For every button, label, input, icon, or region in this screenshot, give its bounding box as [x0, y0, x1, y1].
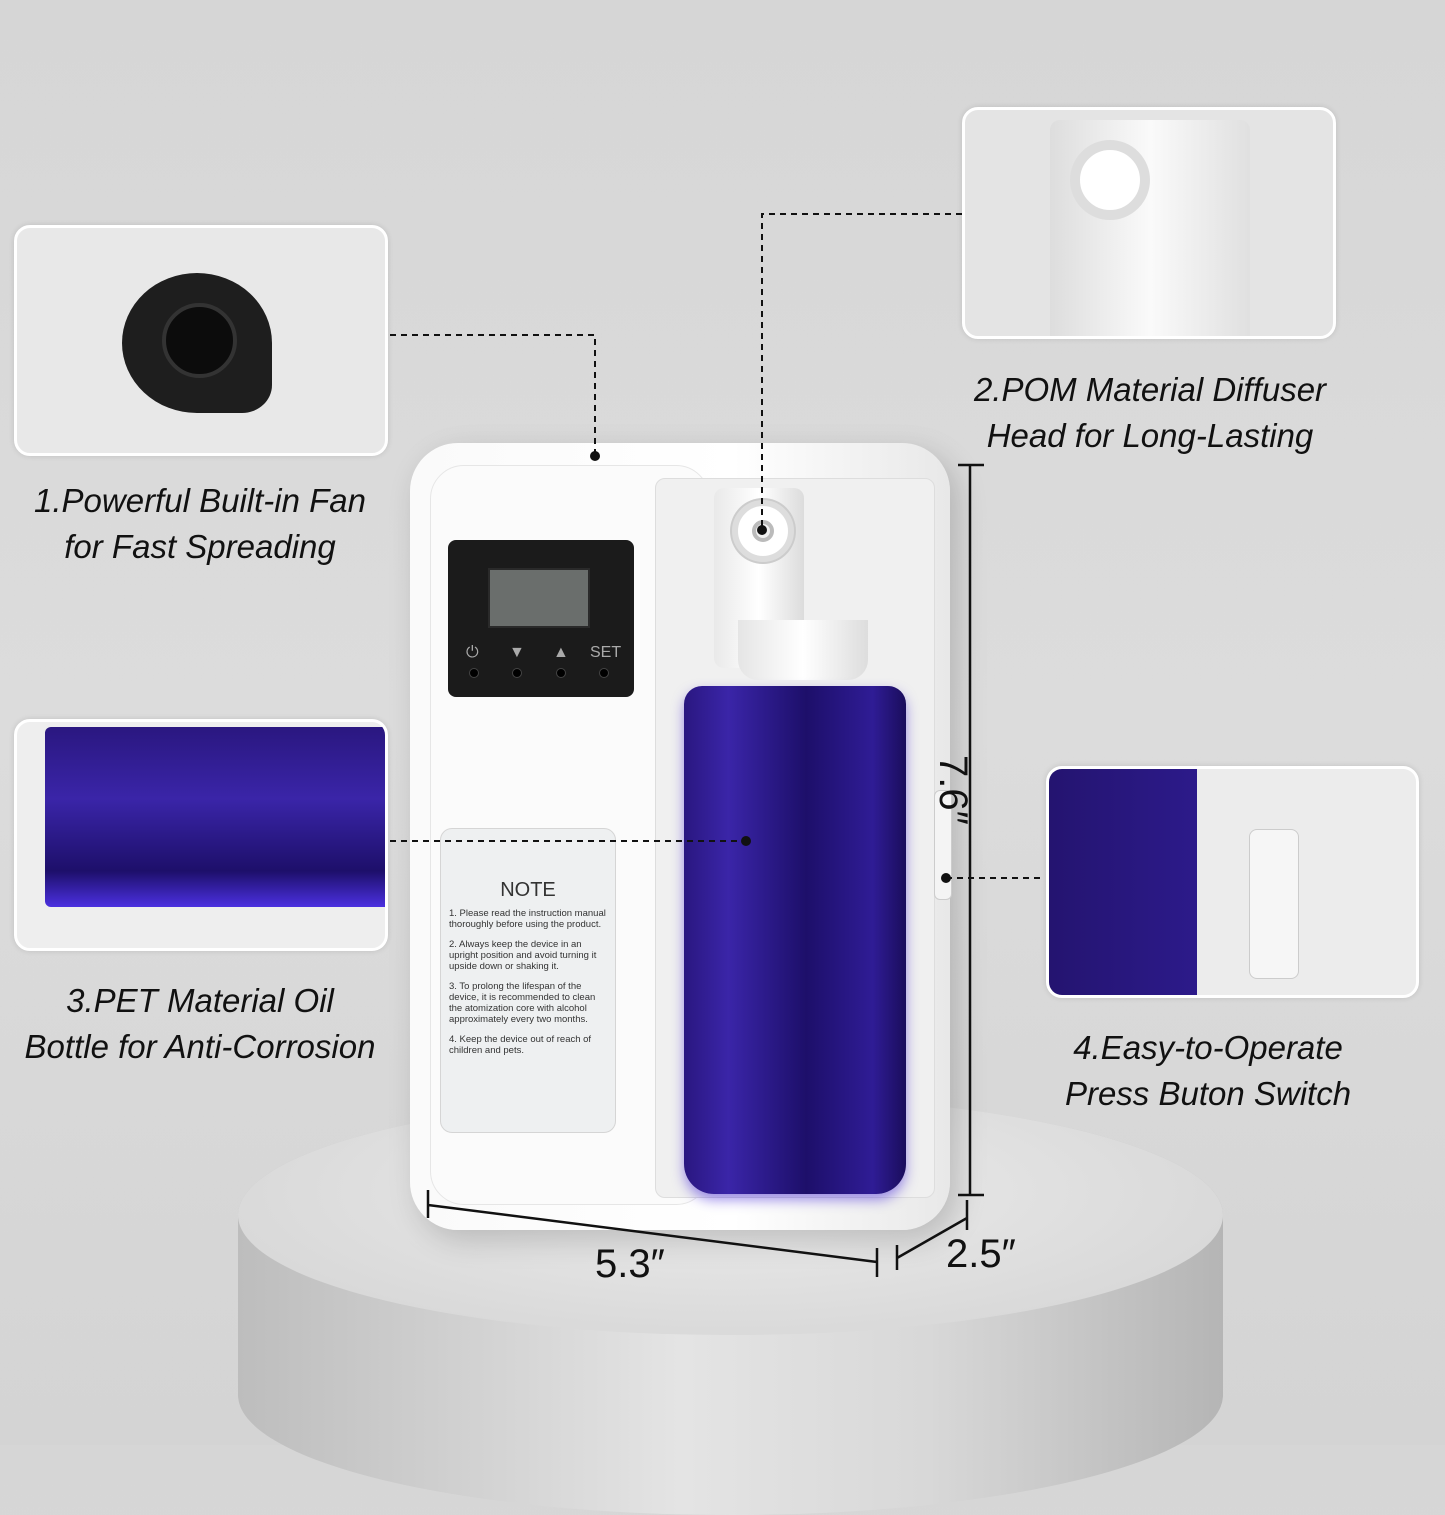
note-item: 4. Keep the device out of reach of child… [449, 1034, 592, 1056]
down-icon: ▼ [509, 644, 525, 661]
feature-3-label: 3.PET Material Oil Bottle for Anti-Corro… [0, 978, 400, 1070]
feature-2-label: 2.POM Material Diffuser Head for Long-La… [950, 367, 1350, 459]
switch-callout [1046, 766, 1419, 998]
bottle-edge-closeup [1049, 769, 1197, 995]
note-sticker: NOTE 1. Please read the instruction manu… [440, 828, 616, 1133]
height-dimension-line [958, 463, 984, 1197]
nozzle-closeup [1070, 140, 1150, 220]
feature-2-line2: Head for Long-Lasting [986, 417, 1314, 454]
feature-1-line1: 1.Powerful Built-in Fan [34, 482, 366, 519]
oil-bottle [684, 686, 906, 1194]
up-button[interactable] [556, 668, 566, 678]
bottle-callout [14, 719, 388, 951]
power-button[interactable] [469, 668, 479, 678]
depth-dimension: 2.5″ [946, 1232, 1016, 1276]
feature-3-line2: Bottle for Anti-Corrosion [24, 1028, 376, 1065]
feature-2-line1: 2.POM Material Diffuser [973, 371, 1327, 408]
lcd-screen [488, 568, 590, 628]
diffuser-head-callout [962, 107, 1336, 339]
feature-3-line1: 3.PET Material Oil [66, 982, 334, 1019]
feature-4-line1: 4.Easy-to-Operate [1073, 1029, 1343, 1066]
width-dimension-line [426, 1190, 879, 1277]
depth-dimension-line [895, 1200, 969, 1270]
note-item: 1. Please read the instruction manual th… [449, 908, 606, 930]
annotation-lines [390, 213, 1045, 1277]
set-button[interactable] [599, 668, 609, 678]
note-title: NOTE [500, 879, 556, 901]
down-button[interactable] [512, 668, 522, 678]
switch-closeup [1249, 829, 1299, 979]
width-dimension: 5.3″ [595, 1242, 665, 1286]
feature-1-line2: for Fast Spreading [64, 528, 336, 565]
head-leader [761, 213, 962, 530]
set-label: SET [590, 644, 622, 661]
fan-icon [122, 273, 272, 413]
feature-4-label: 4.Easy-to-Operate Press Buton Switch [1008, 1025, 1408, 1117]
fan-leader [390, 334, 596, 455]
press-switch[interactable] [934, 790, 952, 900]
note-item: 3. To prolong the lifespan of the device… [449, 981, 596, 1025]
bottle-closeup [45, 727, 385, 907]
note-item: 2. Always keep the device in an upright … [449, 939, 597, 972]
feature-1-label: 1.Powerful Built-in Fan for Fast Spreadi… [0, 478, 400, 570]
feature-4-line2: Press Buton Switch [1064, 1075, 1352, 1112]
power-icon: ⏻ [466, 644, 479, 661]
fan-callout [14, 225, 388, 456]
height-dimension: 7.6″ [931, 755, 975, 825]
diffuser-collar [738, 620, 868, 680]
up-icon: ▲ [553, 644, 569, 661]
